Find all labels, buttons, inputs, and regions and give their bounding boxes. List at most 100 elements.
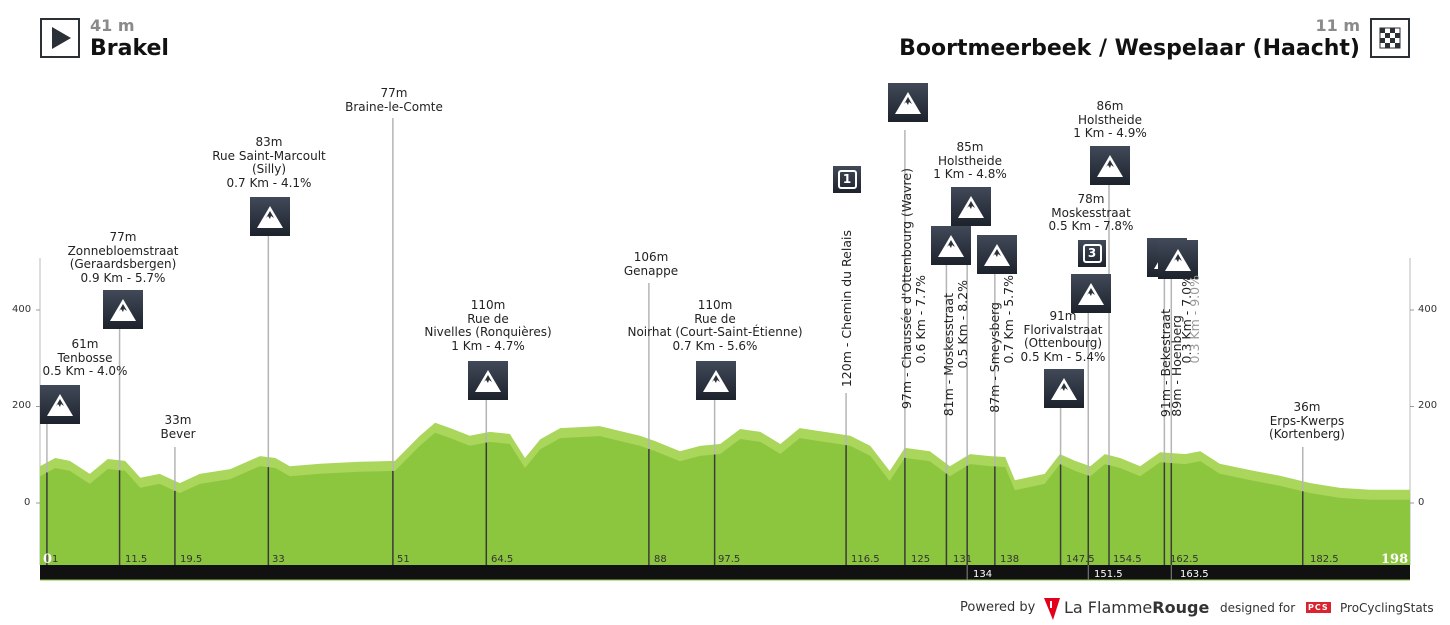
marker-elevation: 77m — [109, 230, 137, 244]
km-label-start: 0 — [43, 552, 53, 567]
sprint-number: 1 — [837, 170, 857, 189]
marker-label-moskesstraat-1-climb: 0.5 Km - 8.2% — [955, 279, 970, 368]
marker-climb-stats: 1 Km - 4.9% — [1073, 126, 1147, 140]
climb-icon — [468, 361, 508, 400]
marker-name: Rue de — [694, 311, 736, 326]
finish-city: Boortmeerbeek / Wespelaar (Haacht) — [899, 36, 1360, 61]
marker-name: Holstheide — [938, 153, 1002, 168]
km-label: 33 — [272, 554, 285, 565]
mountain-glyph — [703, 370, 729, 392]
km-label: 11.5 — [125, 554, 148, 565]
marker-locality: (Silly) — [251, 162, 287, 176]
marker-climb-stats: 0.5 Km - 5.4% — [1020, 349, 1106, 364]
marker-name: Rue de — [467, 311, 509, 326]
km-label: 131 — [953, 554, 973, 565]
marker-label-smeysberg: 87m - Smeysberg — [987, 302, 1002, 413]
marker-label-bekestraat-climb: 0.3 Km - 9.0% — [1187, 274, 1202, 363]
procyclingstats-link[interactable]: ProCyclingStats — [1340, 601, 1434, 615]
marker-elevation: 85m — [956, 140, 984, 154]
km-label: 182.5 — [1310, 554, 1339, 565]
marker-climb-stats: 1 Km - 4.7% — [451, 338, 525, 353]
y-tick-right-400: 400 — [1418, 304, 1438, 315]
marker-label-chaussee-d-ottenbourg-climb: 0.6 Km - 7.7% — [913, 274, 928, 363]
marker-name: Bever — [160, 426, 196, 441]
climb-icon — [40, 385, 80, 424]
climb-icon — [696, 361, 736, 400]
km-label-finish: 198 — [1381, 552, 1409, 567]
km-label: 116.5 — [851, 554, 880, 565]
y-tick-left-400: 400 — [12, 304, 32, 315]
y-tick-right-200: 200 — [1418, 400, 1438, 411]
marker-climb-stats: 0.7 Km - 5.6% — [672, 338, 758, 353]
km-label: 88 — [654, 554, 667, 565]
mountain-glyph — [47, 394, 73, 416]
mountain-glyph — [1097, 155, 1123, 177]
marker-locality: Noirhat (Court-Saint-Étienne) — [627, 325, 803, 339]
marker-name: Holstheide — [1078, 112, 1142, 127]
la-flamme-rouge-brand: La FlammeRouge — [1064, 598, 1209, 617]
climb-icon — [1044, 369, 1084, 408]
checkered-flag-icon — [1370, 18, 1410, 58]
km-label: 19.5 — [180, 554, 203, 565]
marker-elevation: 36m — [1293, 400, 1321, 414]
km-label: 154.5 — [1113, 554, 1142, 565]
mountain-glyph — [1078, 283, 1104, 305]
sprint-3-icon: 3 — [1078, 240, 1106, 267]
marker-elevation: 77m — [380, 86, 408, 100]
marker-name: Rue Saint-Marcoult — [212, 148, 326, 163]
marker-elevation: 106m — [633, 250, 669, 264]
mountain-glyph — [1051, 378, 1077, 400]
marker-name: Moskesstraat — [1051, 205, 1131, 220]
km-label-bar: 163.5 — [1180, 569, 1209, 580]
powered-by-text: Powered by — [960, 600, 1036, 615]
start-elevation: 41 m — [90, 16, 135, 35]
y-tick-right-0: 0 — [1418, 497, 1425, 508]
start-play-icon — [40, 18, 80, 58]
mountain-glyph — [110, 299, 136, 321]
marker-locality: (Ottenbourg) — [1023, 336, 1103, 350]
km-label: 1 — [52, 554, 59, 565]
designed-for-text: designed for — [1220, 601, 1296, 615]
pcs-logo-icon: PCS — [1306, 602, 1331, 613]
mountain-glyph — [257, 206, 283, 228]
mountain-glyph — [1165, 249, 1191, 271]
marker-name: Braine-le-Comte — [345, 99, 443, 114]
marker-elevation: 86m — [1096, 99, 1124, 113]
climb-icon — [1158, 240, 1198, 279]
marker-locality: (Kortenberg) — [1269, 427, 1345, 441]
mountain-glyph — [938, 235, 964, 257]
climb-icon — [888, 83, 928, 122]
marker-elevation: 83m — [255, 135, 283, 149]
marker-elevation: 110m — [470, 298, 506, 312]
la-flamme-rouge-logo-icon — [1044, 598, 1060, 624]
distance-bar — [40, 565, 1410, 580]
sprint-number: 3 — [1082, 244, 1102, 263]
marker-locality: (Geraardsbergen) — [69, 257, 177, 271]
marker-label-smeysberg-climb: 0.7 Km - 5.7% — [1001, 274, 1016, 363]
km-label: 125 — [911, 554, 931, 565]
climb-icon — [1090, 146, 1130, 185]
mountain-glyph — [958, 196, 984, 218]
km-label: 138 — [1000, 554, 1020, 565]
km-label: 97.5 — [718, 554, 741, 565]
marker-label-chemin-du-relais: 120m - Chemin du Relais — [839, 229, 854, 387]
marker-locality: Nivelles (Ronquières) — [424, 325, 552, 339]
mountain-glyph — [984, 244, 1010, 266]
km-label-bar: 151.5 — [1094, 569, 1123, 580]
climb-icon — [931, 226, 971, 265]
marker-name: Zonnebloemstraat — [67, 243, 179, 258]
marker-name: Genappe — [623, 263, 679, 278]
y-tick-left-200: 200 — [12, 400, 32, 411]
brand-name-part: Rouge — [1152, 598, 1210, 617]
climb-icon — [977, 235, 1017, 274]
